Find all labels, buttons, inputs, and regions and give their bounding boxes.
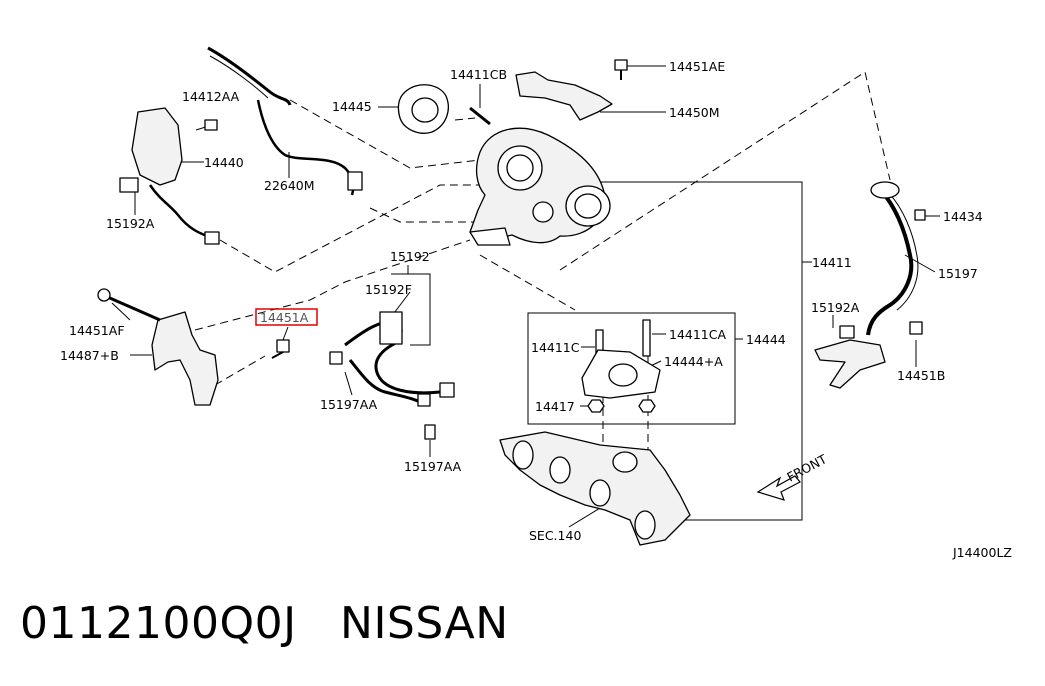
- label-14444: 14444: [746, 332, 786, 347]
- solid-leader-lines: [111, 65, 940, 528]
- diagram-code: J14400LZ: [952, 545, 1012, 560]
- label-14411CA: 14411CA: [669, 327, 726, 342]
- exhaust-manifold-sec140: [499, 431, 691, 546]
- front-arrow: [756, 475, 801, 501]
- label-14451AE: 14451AE: [669, 59, 725, 74]
- exploded-parts-diagram: 14412AA 14440 15192A 22640M 14445 14411C…: [60, 46, 1012, 560]
- oil-hose-22640M: [207, 46, 363, 196]
- label-front: FRONT: [784, 451, 829, 484]
- label-14445: 14445: [332, 99, 372, 114]
- water-tubes-15192: [329, 311, 455, 440]
- label-15192A-left: 15192A: [106, 216, 155, 231]
- bolt-14451AE: [614, 59, 628, 80]
- gasket-14444A: [581, 349, 661, 399]
- label-22640M: 22640M: [264, 178, 315, 193]
- label-14411CB: 14411CB: [450, 67, 507, 82]
- label-15192: 15192: [390, 249, 430, 264]
- label-15197: 15197: [938, 266, 978, 281]
- label-14412AA: 14412AA: [182, 89, 240, 104]
- part-number: 0112100Q0J: [20, 598, 297, 649]
- actuator-14440: [119, 107, 220, 245]
- label-15192F: 15192F: [365, 282, 412, 297]
- footer-caption: 0112100Q0J NISSAN: [20, 598, 509, 649]
- label-14451B: 14451B: [897, 368, 945, 383]
- label-15192A-right: 15192A: [811, 300, 860, 315]
- heat-insulator-14450M: [515, 71, 613, 121]
- brand-name: NISSAN: [340, 598, 509, 649]
- label-15197AA-2: 15197AA: [404, 459, 462, 474]
- label-14444A: 14444+A: [664, 354, 723, 369]
- label-14450M: 14450M: [669, 105, 720, 120]
- label-14451A: 14451A: [260, 310, 309, 325]
- label-14434: 14434: [943, 209, 983, 224]
- label-14417: 14417: [535, 399, 575, 414]
- bolt-14412AA: [204, 119, 218, 131]
- turbocharger: [469, 127, 611, 246]
- label-15197AA-1: 15197AA: [320, 397, 378, 412]
- dashed-reference-lines: [194, 71, 891, 470]
- bracket-14487B: [97, 288, 219, 406]
- gasket-14445: [397, 84, 449, 134]
- bolt-14451A: [271, 339, 290, 359]
- oil-tube-15197: [814, 181, 926, 389]
- label-14451AF: 14451AF: [69, 323, 125, 338]
- nuts-14417: [587, 399, 656, 413]
- label-14411: 14411: [812, 255, 852, 270]
- label-14440: 14440: [204, 155, 244, 170]
- label-sec140: SEC.140: [529, 528, 581, 543]
- label-14411C: 14411C: [531, 340, 580, 355]
- highlight-box-14451A: [255, 308, 318, 326]
- label-14487B: 14487+B: [60, 348, 119, 363]
- stud-14411CB: [469, 106, 491, 126]
